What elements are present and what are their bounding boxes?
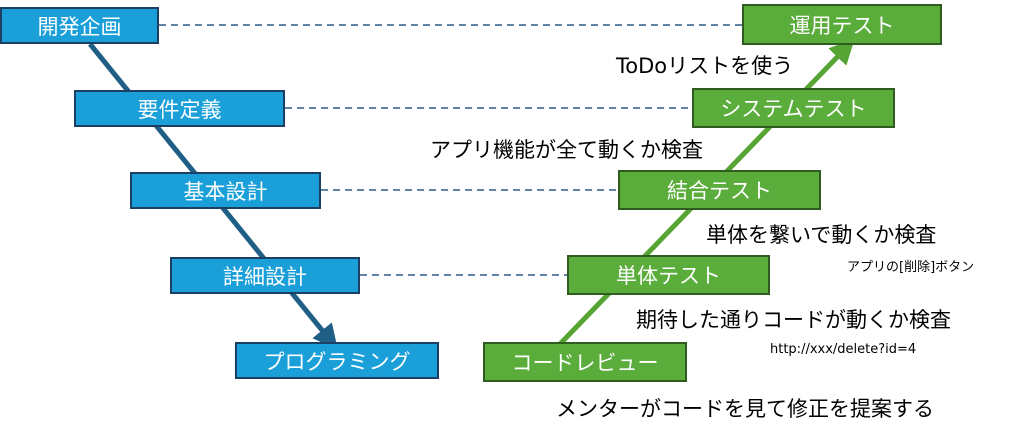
- note-operation-test: ToDoリストを使う: [616, 54, 794, 78]
- step-system-test: システムテスト: [692, 88, 895, 128]
- note-integration-example: アプリの[削除]ボタン: [847, 260, 975, 275]
- step-development-planning: 開発企画: [0, 7, 159, 44]
- step-programming: プログラミング: [235, 342, 439, 379]
- note-code-review: メンターがコードを見て修正を提案する: [556, 397, 934, 421]
- step-unit-test: 単体テスト: [567, 255, 770, 295]
- step-requirements-definition: 要件定義: [74, 90, 285, 127]
- step-code-review: コードレビュー: [483, 342, 687, 382]
- note-unit-test: 期待した通りコードが動くか検査: [636, 308, 951, 332]
- step-integration-test: 結合テスト: [618, 170, 821, 210]
- note-unit-example: http://xxx/delete?id=4: [770, 342, 917, 357]
- note-integration-test: 単体を繋いで動くか検査: [706, 223, 937, 247]
- step-detailed-design: 詳細設計: [170, 257, 360, 294]
- step-operation-test: 運用テスト: [742, 4, 942, 45]
- note-system-test: アプリ機能が全て動くか検査: [430, 138, 703, 162]
- step-basic-design: 基本設計: [130, 172, 321, 209]
